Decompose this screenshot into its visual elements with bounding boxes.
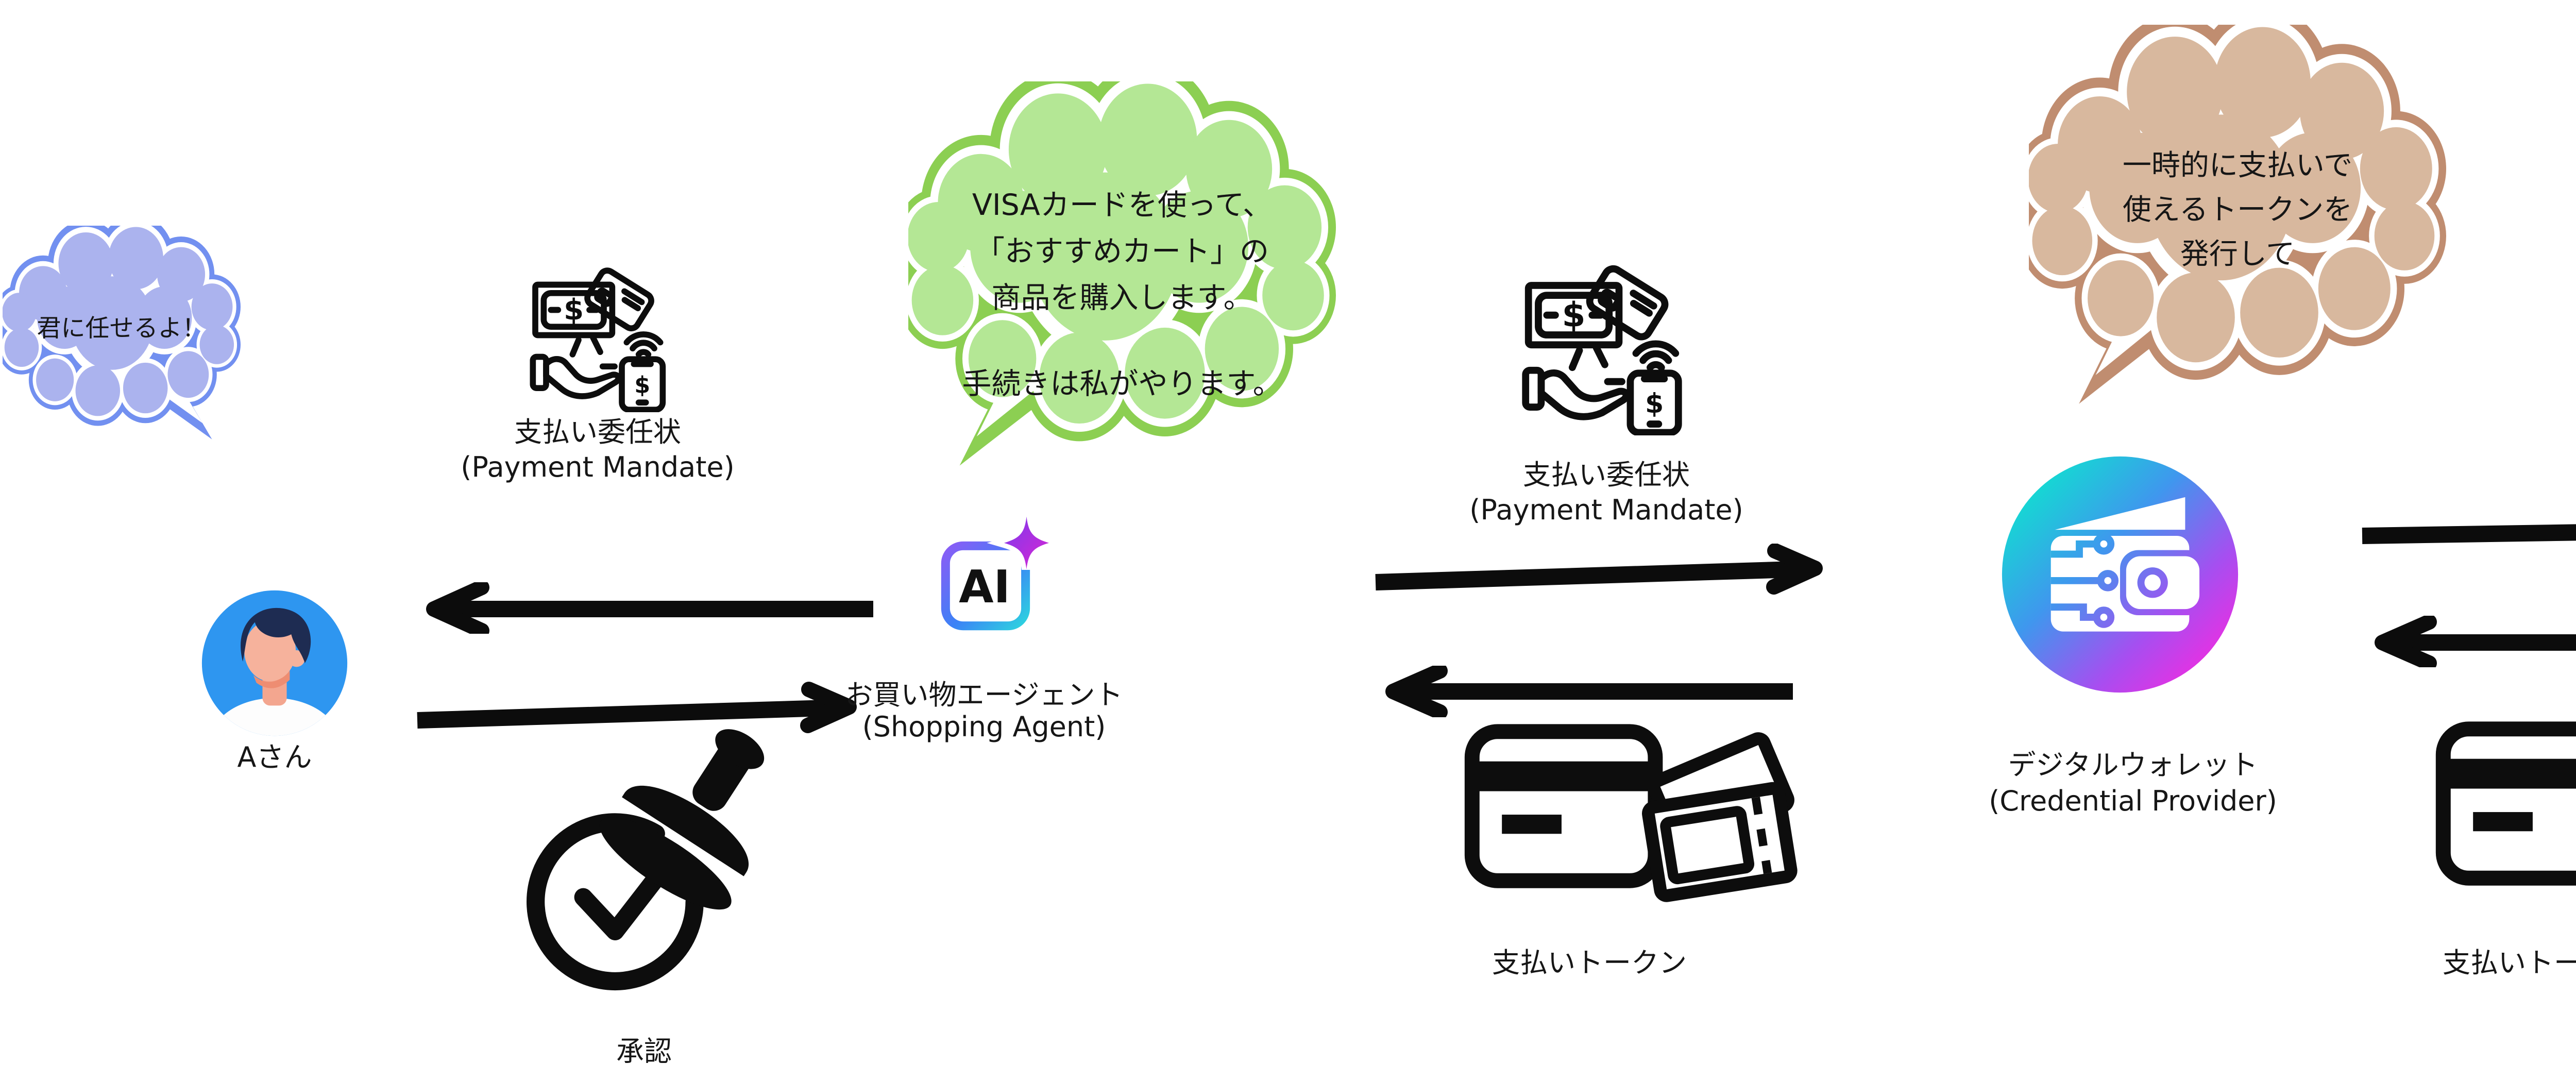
svg-text:AI: AI (959, 561, 1010, 613)
cloud-shape (3, 226, 241, 440)
user-avatar (201, 590, 348, 736)
ai-agent-icon: AI (941, 516, 1059, 631)
arrow-user-to-agent (417, 682, 857, 733)
arrow-agent-to-user (426, 582, 873, 634)
arrow-wallet-to-network (2362, 524, 2576, 544)
speech-bubble-user-text: 君に任せるよ！ (37, 314, 207, 343)
speech-bubble-user: 君に任せるよ！ (3, 226, 241, 442)
svg-text:$: $ (1562, 295, 1586, 335)
cloud-shape (2029, 25, 2446, 404)
svg-text:$: $ (1645, 389, 1664, 419)
speech-bubble-agent-text: VISAカードを使って、 「おすすめカート」の 商品を購入します。 手続きは私が… (962, 188, 1282, 401)
speech-bubble-wallet-request: 一時的に支払いで 使えるトークンを 発行して (2029, 25, 2446, 409)
payment-mandate-label-mid: 支払い委任状 (Payment Mandate) (1469, 459, 1743, 526)
arrow-wallet-to-agent (1385, 666, 1793, 717)
payment-token-icon-mid (1464, 724, 1798, 902)
payment-token-icon-right (2435, 721, 2576, 886)
cloud-shape (908, 81, 1336, 466)
payment-mandate-icon-mid: $ $ (1522, 265, 1682, 435)
approval-stamp-icon (527, 729, 765, 990)
arrow-agent-to-wallet (1375, 544, 1823, 595)
agent-label: お買い物エージェント (Shopping Agent) (845, 679, 1123, 743)
payment-token-label-mid: 支払いトークン (1492, 947, 1687, 979)
speech-bubble-wallet-request-text: 一時的に支払いで 使えるトークンを 発行して (2122, 149, 2353, 271)
wallet-label: デジタルウォレット (Credential Provider) (1989, 749, 2277, 817)
approval-label: 承認 (616, 1035, 672, 1068)
payment-token-label-right: 支払いトークン (2443, 947, 2576, 979)
svg-text:$: $ (564, 293, 584, 327)
payment-mandate-icon-left: $ $ (530, 267, 666, 412)
payment-mandate-label-left: 支払い委任状 (Payment Mandate) (461, 416, 735, 483)
user-label: Aさん (237, 741, 312, 773)
speech-bubble-agent: VISAカードを使って、 「おすすめカート」の 商品を購入します。 手続きは私が… (908, 81, 1336, 470)
svg-text:$: $ (634, 373, 650, 399)
arrow-network-to-wallet (2375, 616, 2576, 667)
digital-wallet-icon (2002, 456, 2239, 693)
